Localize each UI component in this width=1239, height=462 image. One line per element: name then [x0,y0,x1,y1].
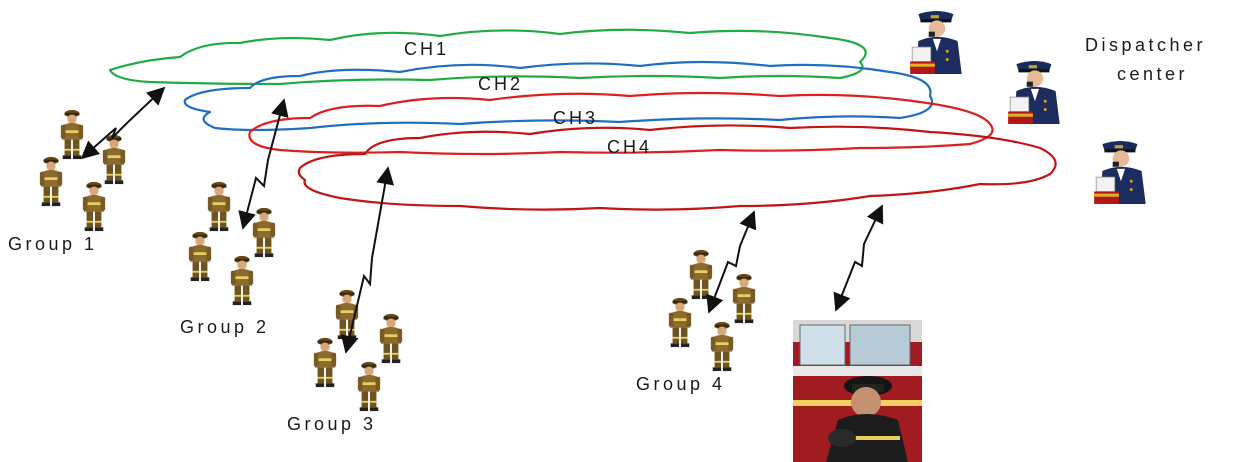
fire-truck-firefighter-photo [793,320,922,462]
dispatcher-officer-icon [1093,140,1147,205]
ch2-cloud [183,60,933,132]
group2-link-arrow [238,98,289,230]
ch4-cloud [297,124,1057,211]
firefighter-icon [60,109,84,160]
group-4-label: Group 4 [636,374,726,394]
firefighter-icon [207,181,231,232]
firefighter-icon [252,207,276,258]
ch3-label: CH3 [553,108,598,128]
dispatcher-officer-icon [1007,60,1061,125]
firefighter-icon [188,231,212,282]
group3-link-arrow [340,166,395,354]
group-1-label: Group 1 [8,234,98,254]
firefighter-icon [689,249,713,300]
firefighter-icon [668,297,692,348]
firefighter-icon [39,156,63,207]
firefighter-icon [102,134,126,185]
firefighter-icon [710,321,734,372]
dispatcher-center-label-line2: center [1117,64,1188,84]
firefighter-icon [313,337,337,388]
firefighter-icon [732,273,756,324]
group-2-label: Group 2 [180,317,270,337]
ch3-cloud [248,91,994,156]
group4-link-arrow [706,210,757,314]
ch2-label: CH2 [478,74,523,94]
dispatcher-officer-icon [909,10,963,75]
ch1-cloud [108,28,867,86]
group-3-label: Group 3 [287,414,377,434]
dispatcher-center-label-line1: Dispatcher [1085,35,1206,55]
ch1-label: CH1 [404,39,449,59]
group1-link-arrow [80,86,166,160]
ch4-label: CH4 [607,137,652,157]
firefighter-icon [82,181,106,232]
firefighter-icon [357,361,381,412]
firefighter-icon [230,255,254,306]
firefighter-icon [379,313,403,364]
vehicle-link-arrow [833,204,884,312]
